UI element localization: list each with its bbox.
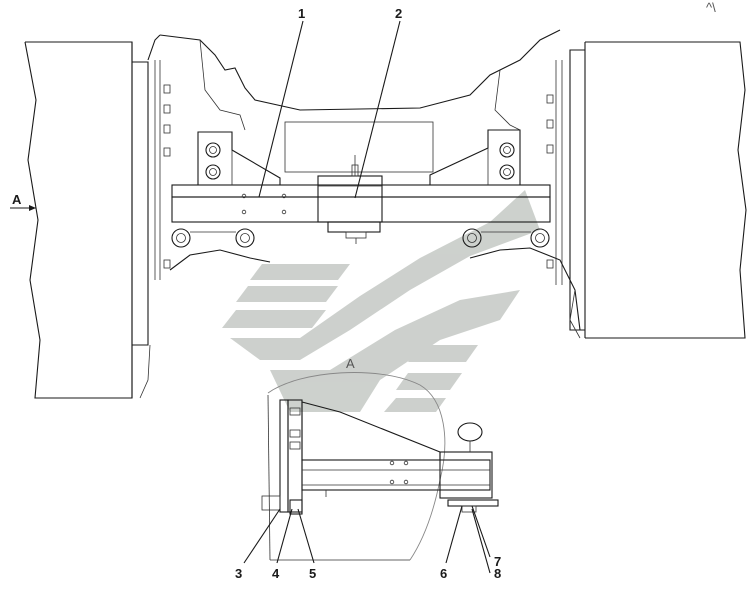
- watermark-logo: [222, 190, 540, 412]
- callout-3: 3: [235, 566, 242, 581]
- callout-5: 5: [309, 566, 316, 581]
- crossbeam-assembly: [171, 129, 551, 248]
- corner-mark: ^\: [706, 0, 716, 15]
- view-arrow: [10, 205, 36, 211]
- callout-2: 2: [395, 6, 402, 21]
- leader-lines: [243, 20, 491, 574]
- callout-8: 8: [494, 566, 501, 581]
- axle-housing: [139, 29, 581, 399]
- left-wheel: [24, 34, 171, 399]
- callout-6: 6: [440, 566, 447, 581]
- detail-view-label: A: [346, 356, 355, 371]
- view-arrow-label: A: [12, 192, 22, 207]
- right-wheel: [546, 41, 747, 339]
- detail-view-a: [261, 372, 499, 561]
- callout-4: 4: [272, 566, 280, 581]
- callout-1: 1: [298, 6, 305, 21]
- callout-7: 7: [494, 554, 501, 569]
